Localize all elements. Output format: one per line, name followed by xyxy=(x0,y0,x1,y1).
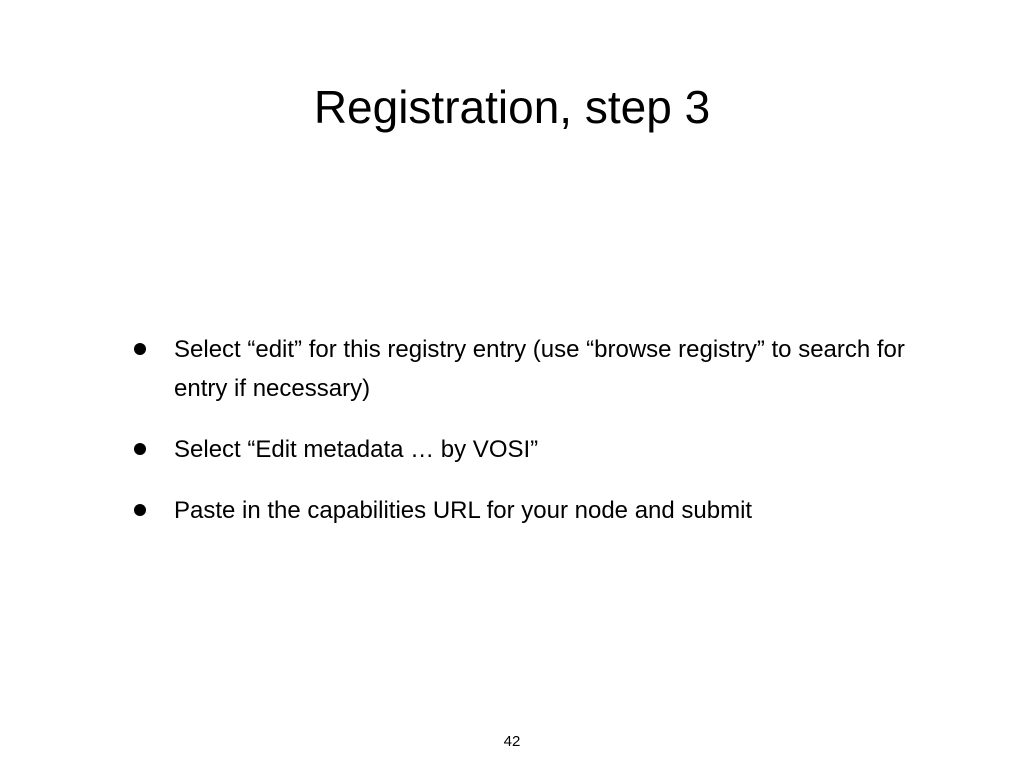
page-number: 42 xyxy=(503,733,521,750)
bullet-list: Select “edit” for this registry entry (u… xyxy=(130,330,920,530)
list-item: Select “Edit metadata … by VOSI” xyxy=(130,430,920,469)
list-item: Select “edit” for this registry entry (u… xyxy=(130,330,920,408)
list-item-label: Paste in the capabilities URL for your n… xyxy=(174,497,753,524)
bullet-dot-icon xyxy=(134,504,146,516)
bullet-dot-icon xyxy=(134,443,146,455)
list-item-label: Select “Edit metadata … by VOSI” xyxy=(174,436,539,463)
bullet-dot-icon xyxy=(134,343,146,355)
list-item: Paste in the capabilities URL for your n… xyxy=(130,491,920,530)
list-item-label: Select “edit” for this registry entry (u… xyxy=(174,336,905,402)
page-title: Registration, step 3 xyxy=(313,80,711,133)
